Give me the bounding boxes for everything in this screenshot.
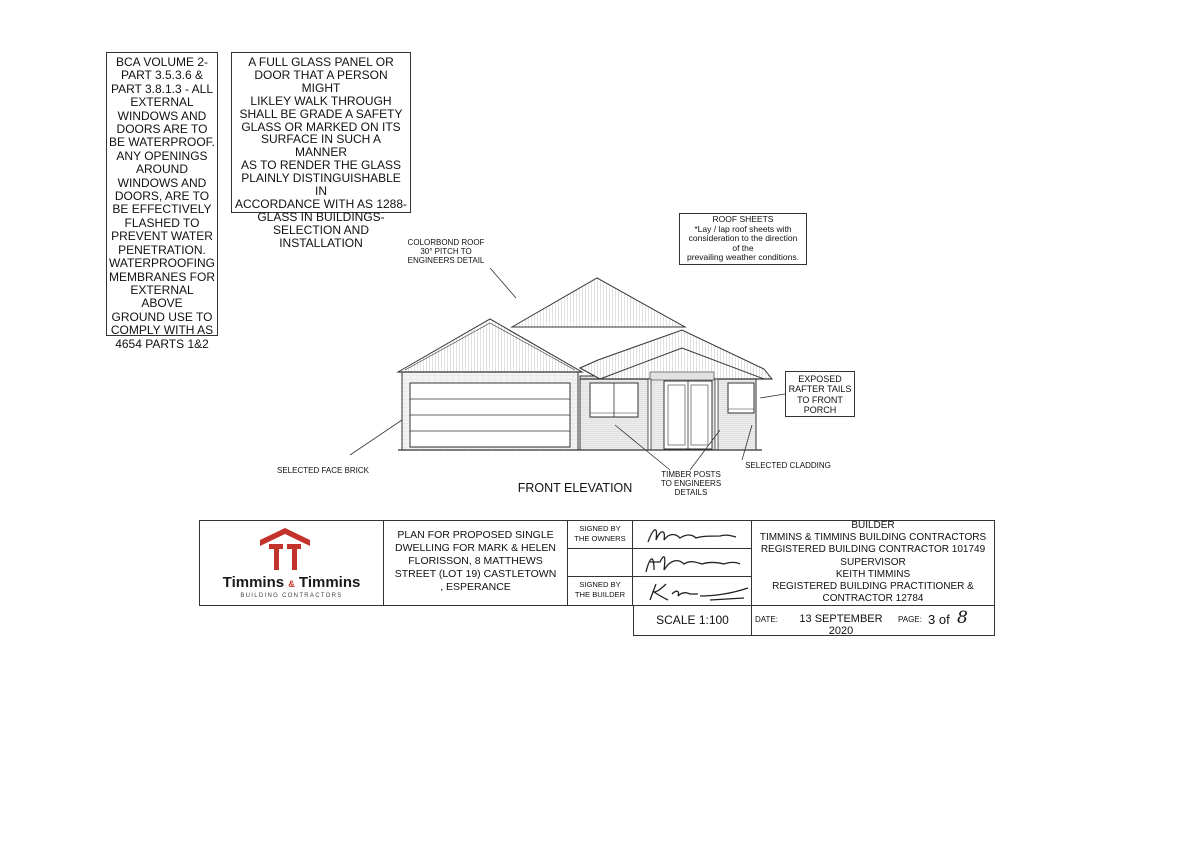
roof-label: COLORBOND ROOF 30° PITCH TO ENGINEERS DE… (407, 238, 485, 265)
signed-builder-label: SIGNED BY THE BUILDER (574, 580, 626, 599)
company-subtitle: BUILDING CONTRACTORS (240, 593, 343, 599)
signed-owners-label: SIGNED BY THE OWNERS (574, 524, 626, 543)
garage-gable-roof (396, 318, 584, 373)
date-value: 13 SEPTEMBER 2020 (799, 613, 883, 637)
company-name-left: Timmins (222, 574, 285, 591)
page-label: PAGE: (898, 615, 922, 624)
company-name-right: Timmins (298, 574, 361, 591)
face-brick-label: SELECTED FACE BRICK (276, 466, 370, 475)
leader-lines (349, 267, 786, 471)
builder-cell (751, 520, 995, 606)
porch-gable-roof (578, 329, 774, 381)
page-total: 8 (957, 608, 968, 628)
window-right (727, 382, 755, 414)
elevation-title: FRONT ELEVATION (517, 481, 633, 495)
entry-doors (663, 380, 713, 450)
date-label: DATE: (755, 615, 778, 624)
builder-signature (649, 583, 749, 601)
owner-signature-1 (647, 529, 737, 543)
date-page-cell (751, 605, 995, 636)
description-cell (383, 520, 568, 606)
timber-posts-label: TIMBER POSTS TO ENGINEERS DETAILS (660, 470, 722, 497)
company-name: Timmins & Timmins (201, 574, 382, 591)
main-roof (510, 277, 687, 328)
scale-value: SCALE 1:100 (656, 613, 729, 627)
rafter-tails-note: EXPOSED RAFTER TAILS TO FRONT PORCH (785, 371, 855, 417)
bca-waterproofing-note: BCA VOLUME 2- PART 3.5.3.6 & PART 3.8.1.… (106, 52, 218, 350)
safety-glass-note: A FULL GLASS PANEL OR DOOR THAT A PERSON… (231, 52, 411, 249)
company-amp: & (288, 579, 295, 589)
owner-signature-2 (645, 556, 741, 573)
plan-description: PLAN FOR PROPOSED SINGLE DWELLING FOR MA… (394, 529, 557, 593)
garage-door (409, 382, 571, 448)
cladding-label: SELECTED CLADDING (745, 461, 831, 470)
window-left (589, 382, 639, 418)
company-logo-icon (260, 528, 310, 570)
page-current: 3 of (928, 612, 950, 627)
roof-sheets-note: ROOF SHEETS *Lay / lap roof sheets with … (679, 213, 807, 265)
scale-cell (633, 605, 752, 636)
builder-info: BUILDER TIMMINS & TIMMINS BUILDING CONTR… (759, 520, 987, 605)
